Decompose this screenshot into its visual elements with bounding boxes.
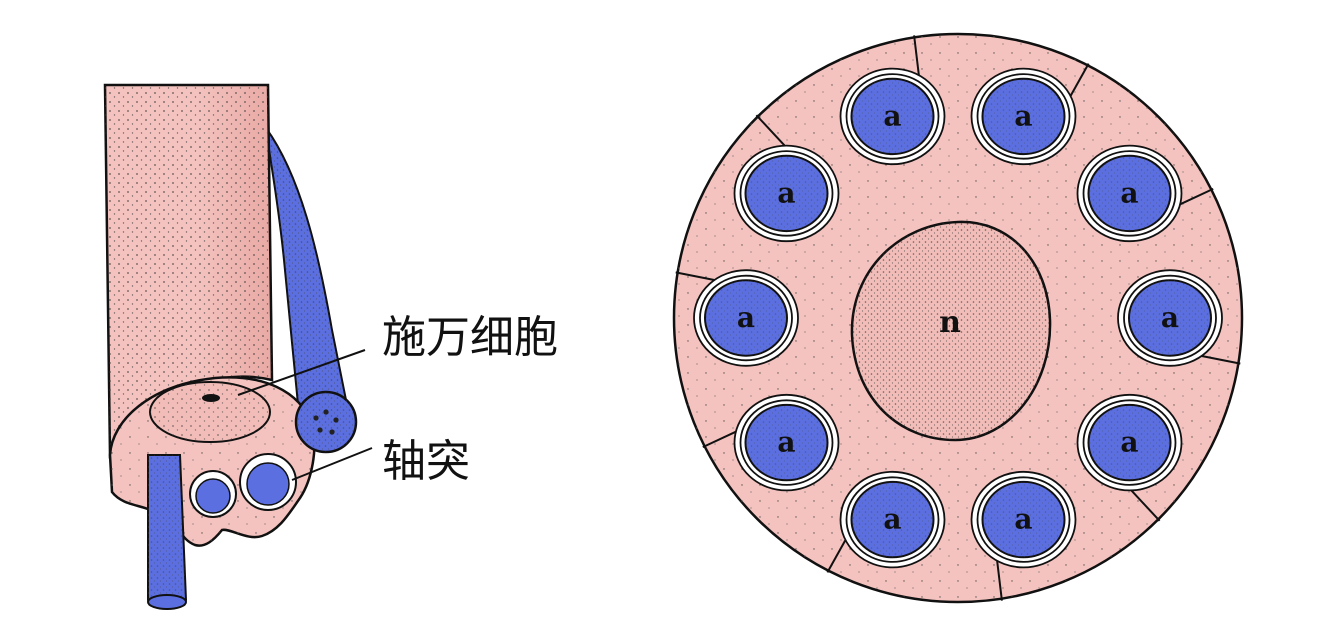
axon-texture [982, 481, 1065, 558]
axon-texture [745, 155, 828, 232]
leader-line-schwann [237, 349, 366, 396]
axon-texture [745, 404, 828, 481]
axon-6: a [970, 470, 1077, 601]
axon-label: a [777, 426, 795, 459]
axon-7: a [826, 470, 946, 573]
mesaxon-cleft [675, 271, 717, 282]
axon-texture [1088, 404, 1171, 481]
mesaxon-cleft [996, 559, 1003, 601]
axon-2: a [970, 63, 1090, 166]
nucleus-label: n [939, 305, 961, 340]
leader-line-axon [291, 447, 373, 481]
axon-9: a [675, 269, 799, 367]
axon-label: a [1014, 503, 1032, 536]
mesaxon-cleft [1199, 354, 1241, 365]
axon-texture [851, 481, 934, 558]
axon-label: a [1120, 426, 1138, 459]
axon-label: a [1120, 176, 1138, 209]
label-axon: 轴突 [382, 436, 470, 487]
axon-texture [1129, 280, 1211, 356]
axon-4: a [1117, 269, 1241, 367]
axon-group: a a a a a a a a a a [675, 35, 1241, 601]
axon-texture [1088, 155, 1171, 232]
axon-label: a [777, 176, 795, 209]
axon-label: a [1014, 99, 1032, 132]
axon-3: a [1076, 144, 1214, 243]
axon-label: a [883, 99, 901, 132]
mesaxon-cleft [913, 35, 920, 77]
axon-texture [982, 78, 1065, 155]
mesaxon-cleft [755, 114, 786, 147]
axon-label: a [1161, 301, 1179, 334]
axon-5: a [1076, 393, 1183, 522]
fiber-3d-view [103, 83, 373, 610]
axon-texture [851, 78, 934, 155]
axon-label: a [737, 301, 755, 334]
label-schwann-cell: 施万细胞 [382, 312, 558, 363]
cross-section-view: n a a a a a a a a a a [672, 32, 1244, 604]
mesaxon-cleft [1130, 489, 1161, 522]
axon-10: a [733, 114, 840, 243]
axon-8: a [702, 393, 840, 492]
axon-texture [705, 280, 787, 356]
axon-label: a [883, 503, 901, 536]
axon-1: a [839, 35, 946, 166]
nucleus: n [850, 220, 1052, 442]
